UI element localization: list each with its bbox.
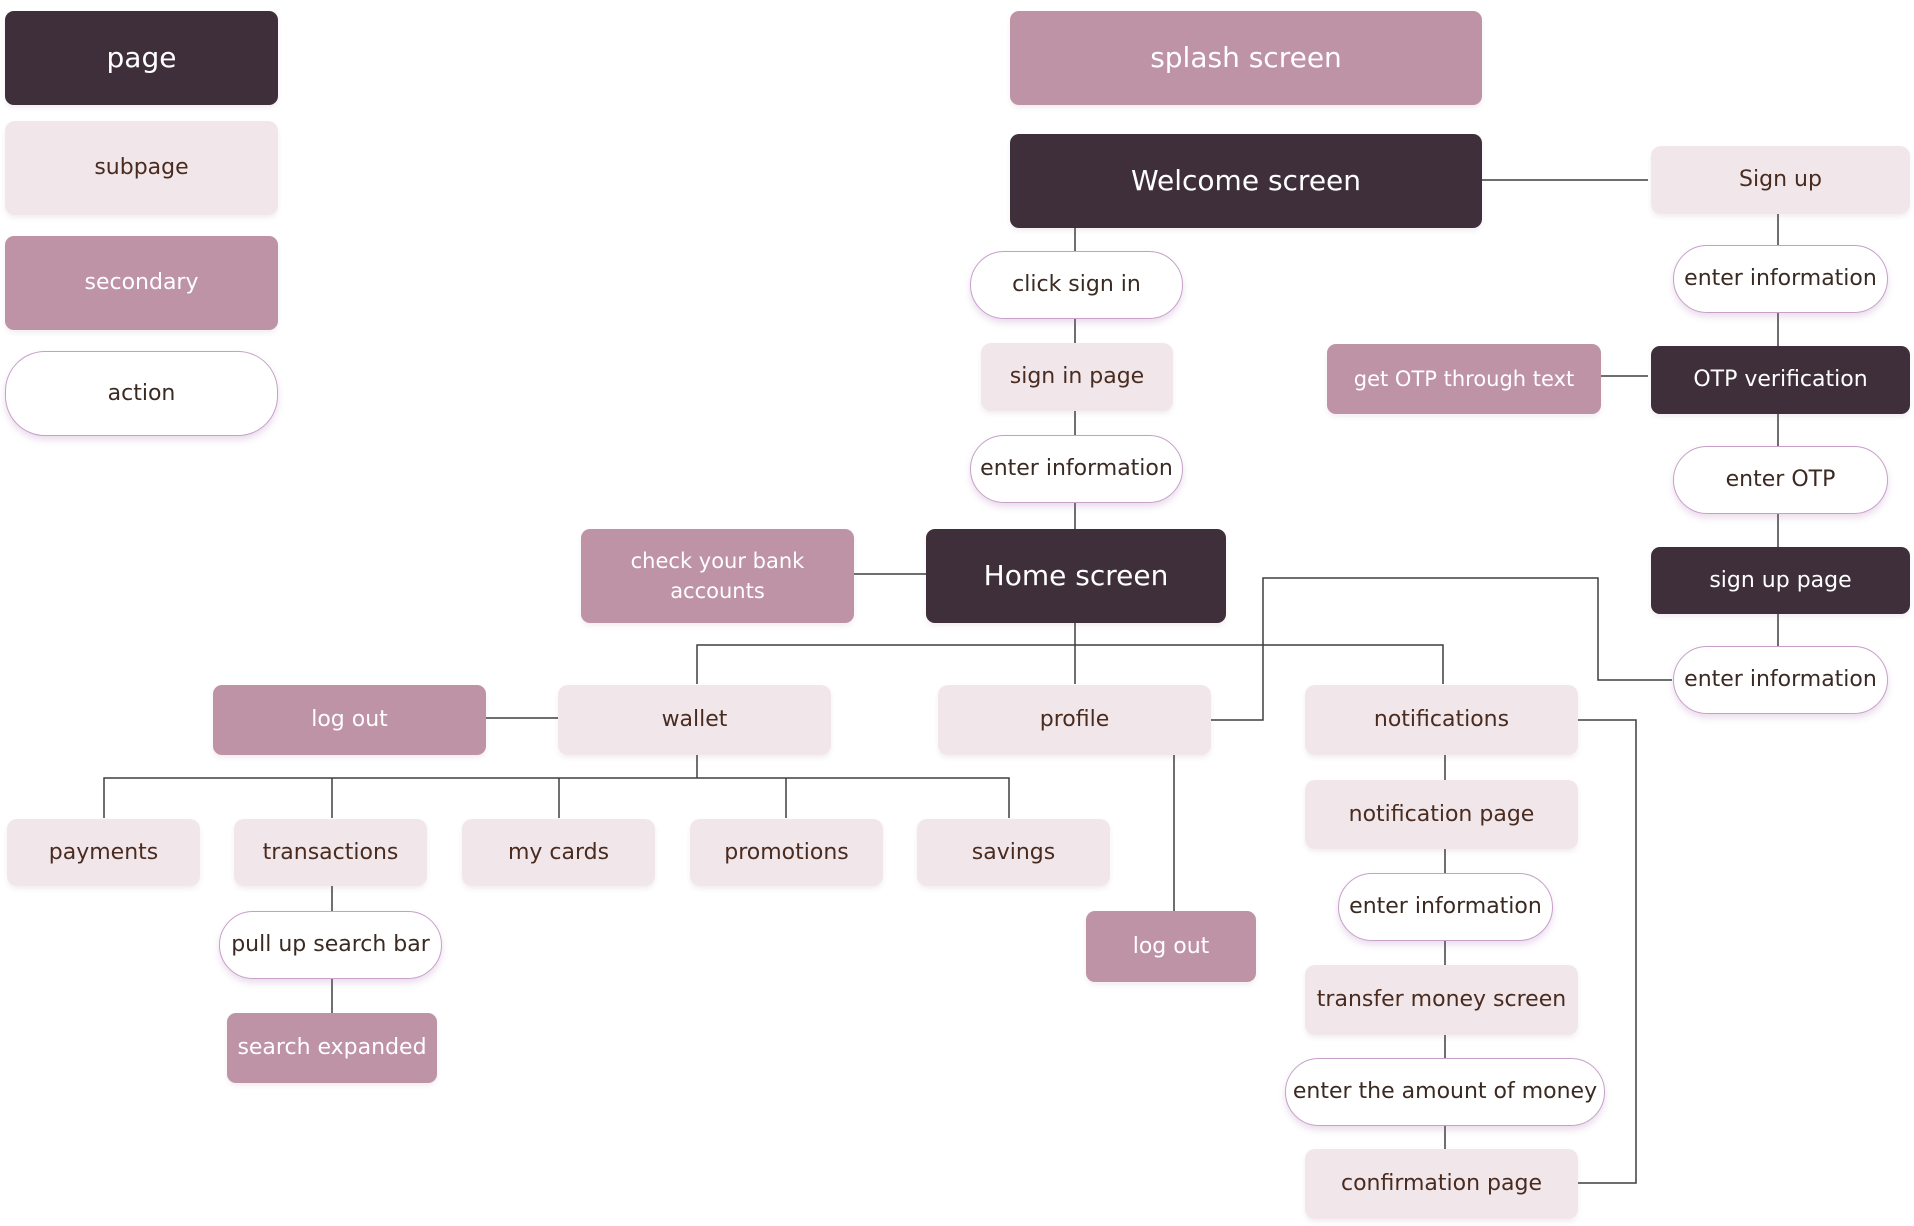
connector [1210,577,1672,721]
legend-subpage: subpage [5,121,278,215]
node-get-otp-through-text: get OTP through text [1327,344,1601,414]
node-pull-up-search-bar: pull up search bar [219,911,442,979]
node-log-out-wallet: log out [213,685,486,755]
connector [103,777,1010,818]
node-transfer-money-screen: transfer money screen [1305,965,1578,1035]
legend-page: page [5,11,278,105]
connector [696,644,1444,684]
node-payments: payments [7,819,200,886]
node-enter-otp: enter OTP [1673,446,1888,514]
node-confirmation-page: confirmation page [1305,1149,1578,1219]
node-sign-in-page: sign in page [981,343,1173,411]
node-check-bank-accounts: check your bank accounts [581,529,854,623]
node-savings: savings [917,819,1110,886]
legend-action: action [5,351,278,436]
node-my-cards: my cards [462,819,655,886]
node-enter-information-signup: enter information [1673,245,1888,313]
node-enter-information-signin: enter information [970,435,1183,503]
node-enter-information-signup-page: enter information [1673,646,1888,714]
node-splash-screen: splash screen [1010,11,1482,105]
node-log-out-profile: log out [1086,911,1256,982]
node-search-expanded: search expanded [227,1013,437,1083]
legend-secondary: secondary [5,236,278,330]
node-wallet: wallet [558,685,831,755]
node-welcome-screen: Welcome screen [1010,134,1482,228]
node-notification-page: notification page [1305,780,1578,849]
node-enter-amount-of-money: enter the amount of money [1285,1058,1605,1126]
node-notifications: notifications [1305,685,1578,755]
node-enter-information-notifications: enter information [1338,873,1553,941]
connector [1576,719,1637,1184]
node-click-sign-in: click sign in [970,251,1183,319]
node-sign-up-page: sign up page [1651,547,1910,614]
node-transactions: transactions [234,819,427,886]
node-otp-verification: OTP verification [1651,346,1910,414]
node-profile: profile [938,685,1211,755]
node-sign-up: Sign up [1651,146,1910,214]
node-home-screen: Home screen [926,529,1226,623]
node-promotions: promotions [690,819,883,886]
